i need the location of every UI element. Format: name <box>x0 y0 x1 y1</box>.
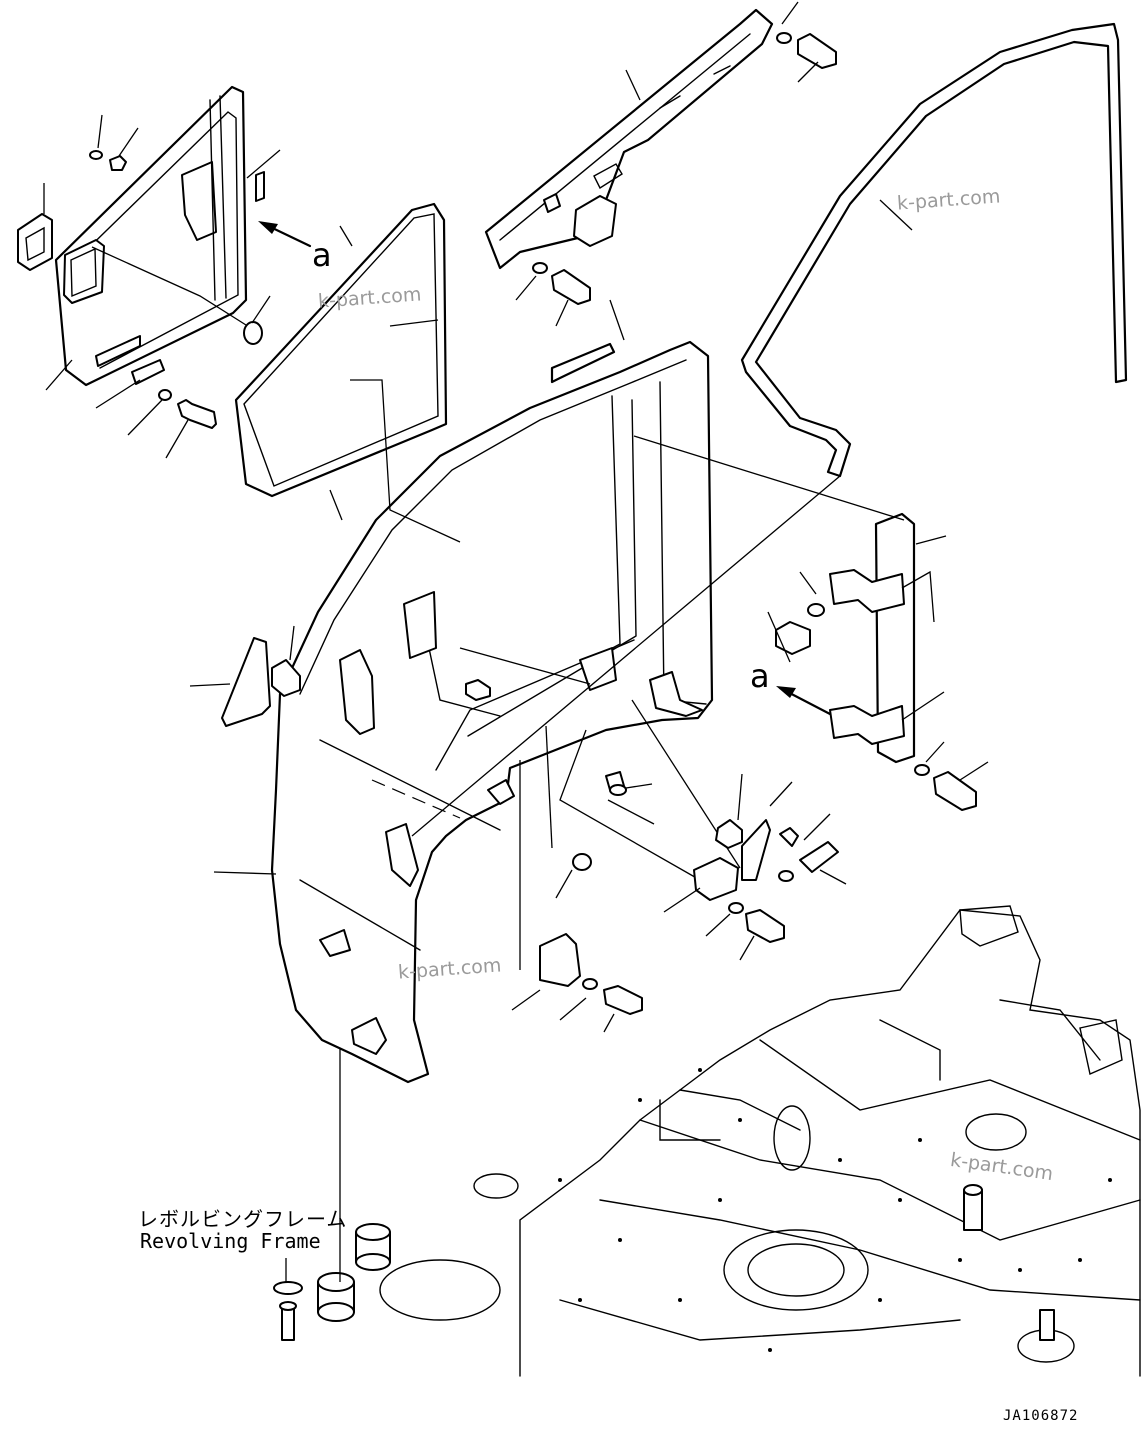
view-arrow-a-right <box>776 686 832 716</box>
glass-panel-left <box>234 202 448 521</box>
upper-bolts <box>515 1 837 327</box>
door-hinges <box>465 679 847 1033</box>
side-plate-right <box>767 512 989 811</box>
view-arrow-a-left <box>258 221 312 248</box>
leader-lines-left <box>43 114 281 459</box>
cab-mount <box>273 1048 391 1341</box>
door-panel <box>54 85 248 387</box>
weather-seal-right <box>740 22 1128 478</box>
drawing-code: JA106872 <box>1003 1408 1079 1424</box>
upper-bracket <box>484 8 774 270</box>
side-bracket <box>189 625 301 727</box>
view-ref-a-left: a <box>312 236 332 274</box>
leader-lines-center <box>213 379 905 970</box>
revolving-frame-label-jp: レボルビングフレーム <box>138 1207 348 1231</box>
revolving-frame <box>379 905 1141 1377</box>
door-latch <box>17 213 53 271</box>
view-ref-a-right: a <box>750 657 770 695</box>
revolving-frame-label-en: Revolving Frame <box>140 1229 321 1253</box>
rod <box>550 299 625 384</box>
door-fasteners <box>89 150 265 429</box>
cab-front-frame <box>270 340 714 1084</box>
